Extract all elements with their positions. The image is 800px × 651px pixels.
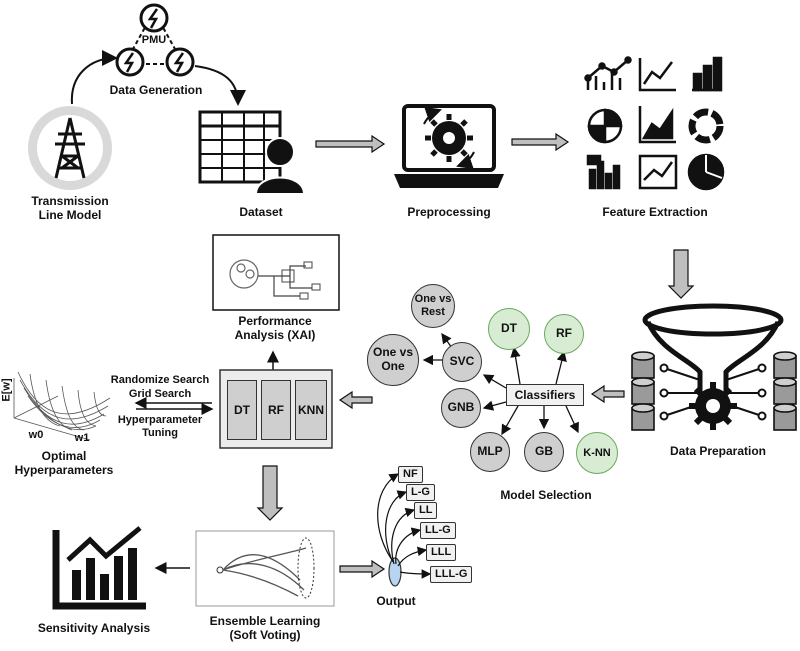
loss-w0-label: w0 bbox=[28, 429, 44, 441]
hyperparameter-tuning-label: Hyperparameter Tuning bbox=[117, 414, 203, 440]
optimal-hyperparameters-label: Optimal Hyperparameters bbox=[14, 449, 114, 478]
transmission-label: Transmission Line Model bbox=[31, 194, 109, 223]
randomize-search-label: Randomize Search bbox=[110, 374, 210, 386]
ensemble-image bbox=[195, 530, 335, 607]
feature-extraction-label: Feature Extraction bbox=[602, 205, 708, 219]
grid-search-label: Grid Search bbox=[128, 388, 192, 400]
node-mlp: MLP bbox=[470, 432, 510, 472]
fault-tag-ll: LL bbox=[414, 502, 438, 519]
dataset-icon bbox=[198, 110, 306, 195]
sensitivity-label: Sensitivity Analysis bbox=[37, 621, 151, 635]
node-svc: SVC bbox=[442, 342, 482, 382]
node-knn: K-NN bbox=[576, 432, 618, 474]
model-box-knn: KNN bbox=[295, 380, 327, 440]
model-box-dt: DT bbox=[227, 380, 257, 440]
database-cylinders-icon bbox=[631, 351, 797, 431]
model-box-rf: RF bbox=[261, 380, 291, 440]
node-dt: DT bbox=[488, 308, 530, 350]
fault-tag-lg: L-G bbox=[406, 484, 435, 501]
dataset-label: Dataset bbox=[239, 205, 283, 219]
loss-w1-label: w1 bbox=[74, 432, 90, 444]
loss-surface-plot bbox=[13, 371, 111, 441]
fault-tag-llg: LL-G bbox=[420, 522, 456, 539]
data-generation-label: Data Generation bbox=[109, 83, 203, 97]
sensitivity-chart-icon bbox=[52, 526, 146, 610]
preprocessing-label: Preprocessing bbox=[407, 205, 491, 219]
model-selection-label: Model Selection bbox=[500, 488, 592, 502]
data-preparation-label: Data Preparation bbox=[669, 444, 767, 458]
node-one-vs-rest: One vs Rest bbox=[411, 284, 455, 328]
node-gnb: GNB bbox=[441, 388, 481, 428]
preprocessing-laptop-icon bbox=[394, 104, 504, 188]
performance-label: Performance Analysis (XAI) bbox=[234, 314, 316, 343]
feature-charts-icon bbox=[584, 56, 725, 191]
loss-ylabel: E[w] bbox=[0, 378, 13, 402]
performance-xai-image bbox=[212, 234, 340, 311]
pmu-network-icon bbox=[115, 3, 195, 77]
data-preparation-funnel-icon bbox=[642, 303, 784, 430]
fault-tag-nf: NF bbox=[398, 466, 423, 483]
output-label: Output bbox=[376, 594, 416, 608]
transmission-tower-icon bbox=[28, 106, 112, 190]
node-rf: RF bbox=[544, 314, 584, 354]
pmu-label: PMU bbox=[141, 34, 167, 46]
fault-tag-lll: LLL bbox=[426, 544, 457, 561]
output-node bbox=[388, 557, 402, 587]
ensemble-label: Ensemble Learning (Soft Voting) bbox=[209, 614, 321, 643]
node-one-vs-one: One vs One bbox=[367, 334, 419, 386]
classifiers-box: Classifiers bbox=[506, 384, 584, 406]
fault-tag-lllg: LLL-G bbox=[430, 566, 473, 583]
node-gb: GB bbox=[524, 432, 564, 472]
